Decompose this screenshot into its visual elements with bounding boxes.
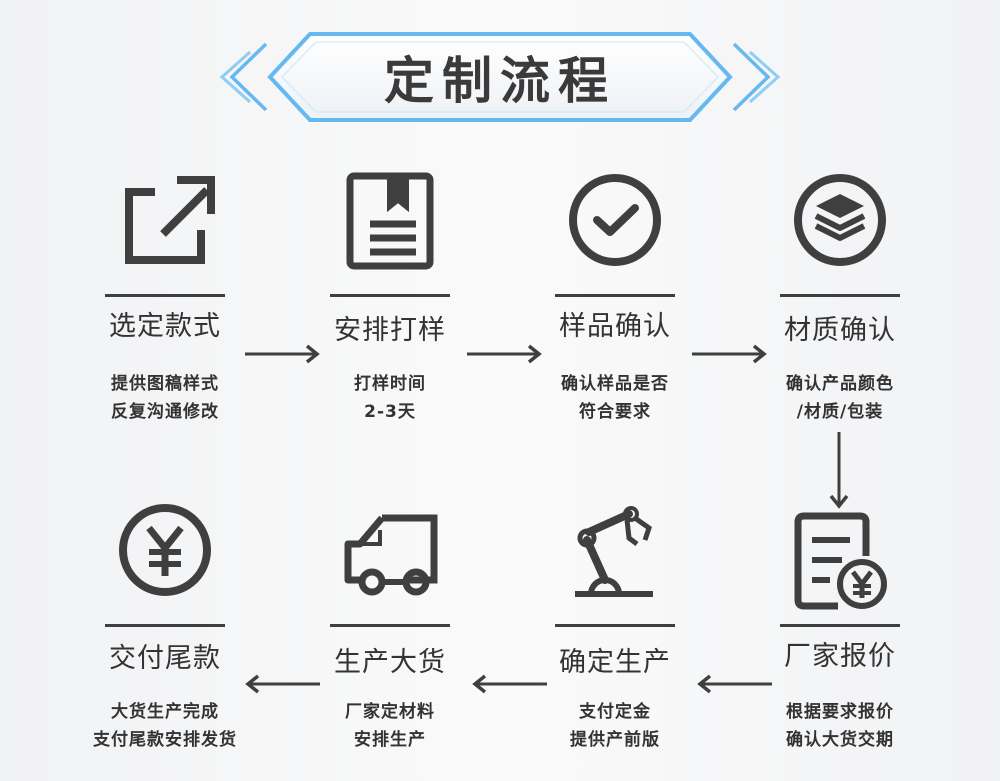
step-description: 确认产品颜色 /材质/包装 [720, 370, 960, 426]
label-underline [780, 624, 900, 627]
label-underline [780, 294, 900, 297]
desc-line: 厂家定材料 [345, 702, 435, 722]
step-description: 大货生产完成 支付尾款安排发货 [45, 698, 285, 754]
desc-line: 确认产品颜色 [786, 374, 894, 394]
label-underline [555, 294, 675, 297]
arrow-left [467, 674, 547, 694]
desc-line: /材质/包装 [796, 402, 884, 422]
desc-line: 大货生产完成 [111, 702, 219, 722]
label-underline [330, 294, 450, 297]
desc-line: 安排生产 [354, 730, 426, 750]
step-description: 提供图稿样式 反复沟通修改 [45, 370, 285, 426]
robot-arm-icon [565, 500, 665, 600]
desc-line: 提供图稿样式 [111, 374, 219, 394]
label-underline [330, 624, 450, 627]
desc-line: 提供产前版 [570, 730, 660, 750]
arrow-right [467, 344, 547, 364]
step-label: 材质确认 [784, 315, 896, 346]
step-label: 厂家报价 [784, 641, 896, 672]
arrow-down [829, 432, 849, 512]
arrow-right [245, 344, 325, 364]
desc-line: 确认样品是否 [561, 374, 669, 394]
yuan-coin-icon [115, 500, 215, 600]
arrow-left [692, 674, 772, 694]
desc-line: 根据要求报价 [786, 702, 894, 722]
desc-line: 支付尾款安排发货 [93, 730, 237, 750]
desc-line: 符合要求 [579, 402, 651, 422]
desc-line: 打样时间 [354, 374, 426, 394]
step-label: 样品确认 [559, 311, 671, 342]
step-description: 确认样品是否 符合要求 [495, 370, 735, 426]
step-label: 生产大货 [334, 647, 446, 678]
truck-icon [340, 500, 440, 600]
step-description: 厂家定材料 安排生产 [270, 698, 510, 754]
arrow-right [692, 344, 772, 364]
step-description: 打样时间 2-3天 [270, 370, 510, 426]
step-label: 安排打样 [334, 315, 446, 346]
arrow-left [240, 674, 320, 694]
label-underline [555, 624, 675, 627]
desc-line: 确认大货交期 [786, 730, 894, 750]
desc-line: 支付定金 [579, 702, 651, 722]
step-label: 选定款式 [109, 311, 221, 342]
desc-line: 2-3天 [364, 402, 416, 422]
quote-document-icon [790, 510, 890, 610]
share-external-icon [115, 170, 215, 270]
step-description: 根据要求报价 确认大货交期 [720, 698, 960, 754]
title-banner: 定制流程 [210, 22, 790, 132]
checkmark-circle-icon [565, 170, 665, 270]
banner-frame [219, 32, 781, 122]
label-underline [105, 624, 225, 627]
desc-line: 反复沟通修改 [111, 402, 219, 422]
step-label: 确定生产 [559, 647, 671, 678]
label-underline [105, 294, 225, 297]
page-title: 定制流程 [384, 52, 616, 110]
layers-icon [790, 170, 890, 270]
step-description: 支付定金 提供产前版 [495, 698, 735, 754]
document-icon [340, 170, 440, 270]
step-label: 交付尾款 [109, 643, 221, 674]
